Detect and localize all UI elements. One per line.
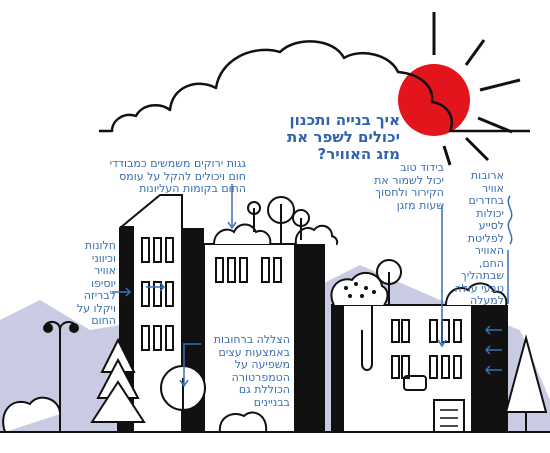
tree-icon — [90, 337, 146, 432]
tree-icon — [504, 334, 548, 432]
tree-icon — [267, 196, 295, 244]
tree-icon — [376, 259, 402, 305]
cloud-icon — [99, 40, 530, 133]
infographic-title: איך בנייה ותכנון יכולים לשפר את מזג האוו… — [287, 111, 400, 163]
building-middle — [203, 196, 339, 433]
tree-icon — [247, 201, 261, 232]
trees-shading-annotation: הצללה ברחובות באמצעות עצים משפיעה על הטמ… — [213, 333, 290, 409]
street-lamp-icon — [43, 321, 79, 432]
windows-annotation: חלונות וכיווני אוויר יוסיפו לבריזה ויקלו… — [76, 239, 116, 327]
tree-icon — [160, 365, 206, 432]
bush — [218, 411, 268, 433]
wave-icon — [507, 195, 513, 245]
sun-icon — [398, 12, 521, 166]
air-ducts-annotation: ארובות אוויר בחדרים יכולות לסייע לפליטת … — [454, 169, 504, 307]
tree-icon — [292, 209, 310, 240]
annotation-pointers — [112, 184, 513, 388]
insulation-annotation: בידוד טוב יכול לשמור את הקירור ולחסוך שע… — [374, 161, 444, 212]
green-roofs-annotation: גגות ירוקים משמשים כמבודדי חום ויכולים ל… — [109, 157, 246, 195]
bush — [2, 396, 61, 433]
